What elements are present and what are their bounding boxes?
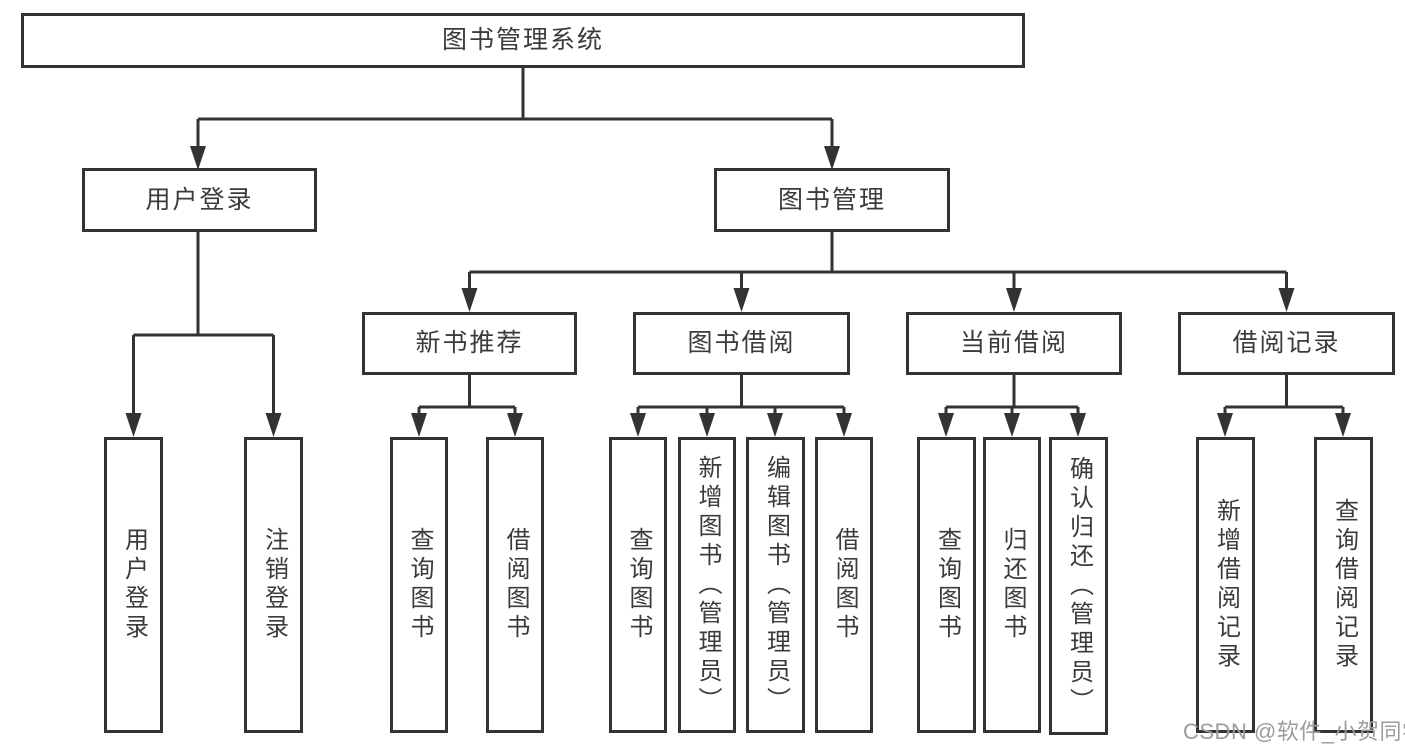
leaf-newbook-query-books: 查询图书	[390, 437, 448, 733]
node-book-borrow: 图书借阅	[633, 312, 850, 375]
leaf-newbook-borrow-books: 借阅图书	[486, 437, 544, 733]
leaf-current-query-books: 查询图书	[917, 437, 976, 733]
edges-book-borrow-split	[636, 375, 846, 416]
edges-borrow-record-split	[1223, 375, 1345, 416]
edges-book-mgmt-split	[468, 232, 1288, 291]
leaf-query-borrow-record: 查询借阅记录	[1314, 437, 1373, 733]
arrowheads	[125, 146, 1351, 437]
node-current-borrow: 当前借阅	[906, 312, 1122, 375]
edges-new-book-split	[417, 375, 517, 416]
leaf-add-books-admin: 新增图书（管理员）	[678, 437, 736, 733]
node-borrow-record: 借阅记录	[1178, 312, 1395, 375]
node-new-book: 新书推荐	[362, 312, 577, 375]
edges-root-split	[196, 68, 834, 150]
node-book-mgmt: 图书管理	[714, 168, 950, 232]
edges-current-borrow-split	[944, 375, 1080, 416]
leaf-borrow-borrow-books: 借阅图书	[815, 437, 873, 733]
leaf-add-borrow-record: 新增借阅记录	[1196, 437, 1255, 733]
node-user-login: 用户登录	[82, 168, 317, 232]
leaf-borrow-query-books: 查询图书	[609, 437, 667, 733]
csdn-watermark: CSDN @软件_小贺同学	[1183, 719, 1405, 744]
leaf-return-books: 归还图书	[983, 437, 1041, 733]
edges-user-login-split	[132, 232, 275, 416]
node-root: 图书管理系统	[21, 13, 1025, 68]
leaf-edit-books-admin: 编辑图书（管理员）	[746, 437, 805, 733]
leaf-user-login: 用户登录	[104, 437, 163, 733]
leaf-confirm-return-admin: 确认归还（管理员）	[1049, 437, 1108, 735]
leaf-logout: 注销登录	[244, 437, 303, 733]
